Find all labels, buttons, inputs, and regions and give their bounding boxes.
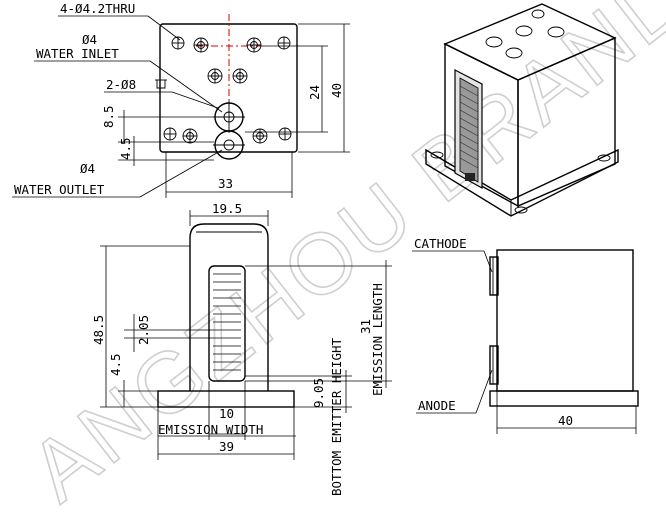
dim-offset-lower: 4.5 — [118, 137, 133, 160]
water-outlet-port — [213, 130, 245, 160]
cathode-label: CATHODE — [414, 236, 467, 251]
dim-pitch: 2.05 — [136, 315, 151, 345]
screw-hole — [207, 68, 223, 84]
corner-hole-br — [278, 127, 292, 141]
corner-hole-tr — [277, 36, 291, 50]
dim-base: 4.5 — [108, 353, 123, 376]
isometric-view — [425, 3, 619, 217]
dim-width: 33 — [218, 176, 233, 191]
dim-offset-upper: 8.5 — [101, 105, 116, 128]
side-dim-width: 40 — [558, 413, 573, 428]
dim-emission-length: 31 — [358, 319, 373, 334]
outlet-dia-label: Ø4 — [80, 161, 95, 176]
screw-hole — [252, 128, 268, 144]
dim-height: 48.5 — [91, 315, 106, 345]
dim-bottom-emitter: 9.05 — [311, 378, 326, 408]
front-emitter — [208, 265, 246, 382]
screw-hole — [193, 37, 209, 53]
corner-hole-bl — [163, 127, 177, 141]
emission-length-label: EMISSION LENGTH — [370, 283, 385, 396]
front-base — [157, 390, 295, 408]
screw-hole — [232, 68, 248, 84]
dim-height-inner: 24 — [307, 85, 322, 100]
counterbore-depth-symbol — [155, 79, 167, 89]
water-inlet-port — [213, 101, 245, 133]
side-body — [496, 249, 634, 392]
top-view: 4-Ø4.2THRU Ø4 WATER INLET 2-Ø8 Ø4 WATER … — [12, 1, 350, 198]
holes-label: 4-Ø4.2THRU — [60, 1, 135, 16]
screw-hole — [246, 37, 262, 53]
front-view: 19.5 48.5 2.05 4.5 EMISSION LENGTH 31 BO… — [91, 201, 392, 496]
anode-label: ANODE — [418, 398, 456, 413]
counterbore-label: 2-Ø8 — [106, 77, 136, 92]
side-view: CATHODE ANODE 40 — [412, 236, 639, 434]
inlet-dia-label: Ø4 — [82, 32, 97, 47]
dim-base-width: 39 — [219, 439, 234, 454]
emitter-stack-lines — [213, 273, 241, 371]
dim-emission-width: 10 — [219, 406, 234, 421]
dim-top-width: 19.5 — [212, 201, 242, 216]
dim-height-outer: 40 — [329, 83, 344, 98]
water-inlet-label: WATER INLET — [36, 46, 119, 61]
side-base — [489, 390, 639, 407]
bottom-emitter-label: BOTTOM EMITTER HEIGHT — [329, 337, 344, 496]
water-outlet-label: WATER OUTLET — [14, 182, 105, 197]
emission-width-label: EMISSION WIDTH — [158, 422, 263, 437]
screw-hole — [182, 128, 198, 144]
front-body — [189, 223, 269, 391]
